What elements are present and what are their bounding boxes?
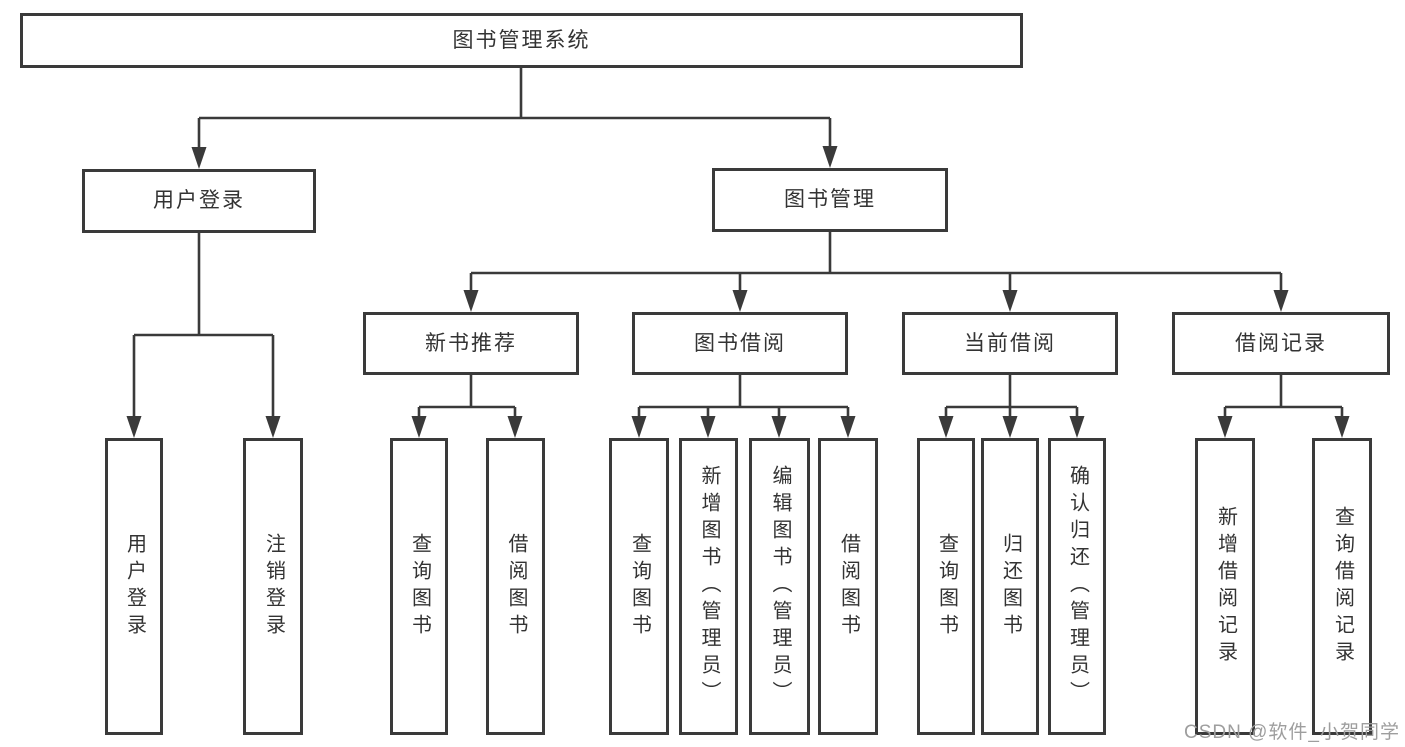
- arrowheads: [126, 146, 1350, 438]
- node-book-borrowing: 图书借阅: [632, 312, 848, 375]
- arrowhead: [700, 416, 716, 438]
- connector-recommend-to-children: [417, 375, 517, 417]
- arrowhead: [126, 416, 142, 438]
- arrowhead: [1002, 290, 1018, 312]
- leaf-query-books-borrow: 查询图书: [609, 438, 669, 735]
- leaf-return-books: 归还图书: [981, 438, 1039, 735]
- arrowhead: [1217, 416, 1233, 438]
- arrowhead: [1002, 416, 1018, 438]
- connector-root-to-level2: [197, 68, 832, 148]
- connector-bookmgmt-to-level3: [469, 232, 1283, 291]
- arrowhead: [840, 416, 856, 438]
- leaf-edit-books-admin: 编辑图书（管理员）: [749, 438, 810, 735]
- node-new-book-recommendation: 新书推荐: [363, 312, 579, 375]
- leaf-borrow-books: 借阅图书: [818, 438, 878, 735]
- node-user-login: 用户登录: [82, 169, 316, 233]
- leaf-add-borrow-record: 新增借阅记录: [1195, 438, 1255, 735]
- node-book-management: 图书管理: [712, 168, 948, 232]
- leaf-query-borrow-record: 查询借阅记录: [1312, 438, 1372, 735]
- arrowhead: [507, 416, 523, 438]
- leaf-logout: 注销登录: [243, 438, 303, 735]
- leaf-query-books-recommend: 查询图书: [390, 438, 448, 735]
- node-borrowing-records: 借阅记录: [1172, 312, 1390, 375]
- arrowhead: [265, 416, 281, 438]
- arrowhead: [191, 147, 207, 169]
- connector-current-to-children: [944, 375, 1079, 417]
- arrowhead: [822, 146, 838, 168]
- arrowhead: [938, 416, 954, 438]
- arrowhead: [463, 290, 479, 312]
- arrowhead: [1334, 416, 1350, 438]
- leaf-confirm-return-admin: 确认归还（管理员）: [1048, 438, 1106, 735]
- arrowhead: [1069, 416, 1085, 438]
- connector-userlogin-to-children: [132, 233, 275, 417]
- arrowhead: [771, 416, 787, 438]
- leaf-borrow-books-recommend: 借阅图书: [486, 438, 545, 735]
- watermark: CSDN @软件_小贺同学: [1184, 722, 1400, 743]
- arrowhead: [1273, 290, 1289, 312]
- arrowhead: [631, 416, 647, 438]
- node-current-borrowing: 当前借阅: [902, 312, 1118, 375]
- connector-borrow-to-children: [637, 375, 850, 417]
- leaf-add-books-admin: 新增图书（管理员）: [679, 438, 738, 735]
- node-library-management-system: 图书管理系统: [20, 13, 1023, 68]
- arrowhead: [732, 290, 748, 312]
- connector-records-to-children: [1223, 375, 1344, 417]
- arrowhead: [411, 416, 427, 438]
- leaf-query-books-current: 查询图书: [917, 438, 975, 735]
- leaf-user-login: 用户登录: [105, 438, 163, 735]
